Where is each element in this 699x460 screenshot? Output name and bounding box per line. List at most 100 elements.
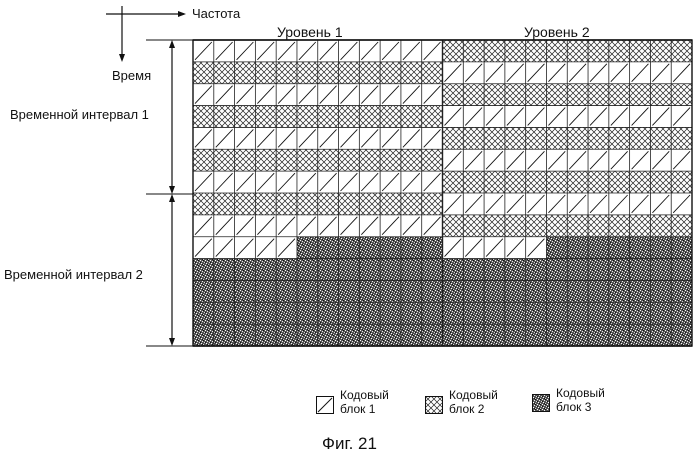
grid-cell-l1-r1-c5 xyxy=(297,62,318,84)
grid-cell-l1-r5-c2 xyxy=(235,149,256,171)
grid-cell-l1-r10-c7 xyxy=(339,259,360,281)
grid-cell-l2-r7-c8 xyxy=(609,193,630,215)
grid-cell-l1-r0-c7 xyxy=(339,40,360,62)
grid-cell-l1-r5-c6 xyxy=(318,149,339,171)
grid-cell-l1-r4-c5 xyxy=(297,127,318,149)
grid-cell-l1-r0-c2 xyxy=(235,40,256,62)
grid-cell-l1-r0-c6 xyxy=(318,40,339,62)
grid-cell-l1-r12-c1 xyxy=(214,302,235,324)
grid-cell-l1-r7-c7 xyxy=(339,193,360,215)
grid-cell-l2-r2-c4 xyxy=(526,84,547,106)
grid-cell-l1-r5-c1 xyxy=(214,149,235,171)
grid-cell-l1-r4-c0 xyxy=(193,127,214,149)
grid-cell-l1-r8-c9 xyxy=(380,215,401,237)
grid-cell-l1-r9-c2 xyxy=(235,237,256,259)
grid-cell-l2-r11-c11 xyxy=(671,280,692,302)
grid-cell-l2-r8-c11 xyxy=(671,215,692,237)
grid-cell-l1-r10-c2 xyxy=(235,259,256,281)
grid-cell-l2-r2-c2 xyxy=(484,84,505,106)
grid-cell-l2-r7-c1 xyxy=(463,193,484,215)
grid-cell-l2-r8-c8 xyxy=(609,215,630,237)
legend-swatch-1 xyxy=(316,396,334,414)
grid-cell-l2-r6-c5 xyxy=(546,171,567,193)
grid-cell-l1-r9-c1 xyxy=(214,237,235,259)
grid-cell-l2-r12-c2 xyxy=(484,302,505,324)
grid-cell-l1-r7-c3 xyxy=(255,193,276,215)
grid-cell-l2-r3-c4 xyxy=(526,106,547,128)
grid-cell-l1-r13-c5 xyxy=(297,324,318,346)
grid-cell-l1-r3-c1 xyxy=(214,106,235,128)
grid-cell-l2-r12-c8 xyxy=(609,302,630,324)
grid-cell-l2-r5-c10 xyxy=(650,149,671,171)
grid-cell-l1-r8-c6 xyxy=(318,215,339,237)
grid-cell-l1-r6-c2 xyxy=(235,171,256,193)
grid-cell-l2-r7-c5 xyxy=(546,193,567,215)
grid-cell-l1-r10-c0 xyxy=(193,259,214,281)
grid-cell-l2-r6-c6 xyxy=(567,171,588,193)
grid-cell-l2-r9-c2 xyxy=(484,237,505,259)
grid-cell-l2-r3-c9 xyxy=(630,106,651,128)
grid-cell-l2-r1-c0 xyxy=(443,62,464,84)
grid-cell-l2-r4-c7 xyxy=(588,127,609,149)
grid-cell-l1-r9-c0 xyxy=(193,237,214,259)
grid-cell-l2-r8-c2 xyxy=(484,215,505,237)
grid-cell-l1-r5-c5 xyxy=(297,149,318,171)
grid-cell-l1-r13-c3 xyxy=(255,324,276,346)
grid-cell-l1-r12-c8 xyxy=(359,302,380,324)
grid-cell-l1-r10-c8 xyxy=(359,259,380,281)
grid-cell-l2-r7-c7 xyxy=(588,193,609,215)
grid-cell-l2-r12-c6 xyxy=(567,302,588,324)
legend-1-line2: блок 1 xyxy=(340,402,389,416)
grid-cell-l1-r11-c0 xyxy=(193,280,214,302)
grid-cell-l2-r12-c7 xyxy=(588,302,609,324)
grid-cell-l1-r7-c1 xyxy=(214,193,235,215)
grid-cell-l2-r11-c9 xyxy=(630,280,651,302)
legend-3-line1: Кодовый xyxy=(556,386,605,400)
grid-cell-l1-r10-c9 xyxy=(380,259,401,281)
grid-cell-l1-r11-c6 xyxy=(318,280,339,302)
grid-cell-l2-r1-c7 xyxy=(588,62,609,84)
grid-cell-l1-r1-c0 xyxy=(193,62,214,84)
grid-cell-l1-r5-c9 xyxy=(380,149,401,171)
grid-cell-l2-r3-c5 xyxy=(546,106,567,128)
grid-cell-l1-r9-c6 xyxy=(318,237,339,259)
grid-cell-l2-r9-c3 xyxy=(505,237,526,259)
grid-cell-l1-r0-c10 xyxy=(401,40,422,62)
grid-cell-l1-r8-c0 xyxy=(193,215,214,237)
grid-cell-l1-r4-c6 xyxy=(318,127,339,149)
grid-cell-l1-r8-c7 xyxy=(339,215,360,237)
grid-cell-l1-r1-c1 xyxy=(214,62,235,84)
grid-cell-l1-r3-c11 xyxy=(422,106,443,128)
grid-cell-l1-r5-c11 xyxy=(422,149,443,171)
grid-cell-l1-r9-c9 xyxy=(380,237,401,259)
figure-caption: Фиг. 21 xyxy=(0,434,699,454)
grid-cell-l2-r4-c10 xyxy=(650,127,671,149)
interval-2-arrow-top xyxy=(169,194,175,202)
grid-cell-l1-r2-c5 xyxy=(297,84,318,106)
grid-cell-l1-r11-c9 xyxy=(380,280,401,302)
grid-cell-l1-r12-c9 xyxy=(380,302,401,324)
grid-cell-l2-r10-c5 xyxy=(546,259,567,281)
grid-cell-l2-r10-c6 xyxy=(567,259,588,281)
grid-cell-l1-r7-c4 xyxy=(276,193,297,215)
grid-cell-l1-r10-c4 xyxy=(276,259,297,281)
grid-cell-l2-r7-c11 xyxy=(671,193,692,215)
grid-cell-l2-r10-c11 xyxy=(671,259,692,281)
grid-cell-l2-r3-c10 xyxy=(650,106,671,128)
grid-cell-l1-r13-c11 xyxy=(422,324,443,346)
grid-cell-l2-r11-c0 xyxy=(443,280,464,302)
grid-cell-l1-r12-c4 xyxy=(276,302,297,324)
grid-cell-l2-r5-c0 xyxy=(443,149,464,171)
grid-cell-l2-r7-c3 xyxy=(505,193,526,215)
legend-2-line2: блок 2 xyxy=(449,402,498,416)
grid-cell-l2-r4-c1 xyxy=(463,127,484,149)
grid-cell-l1-r12-c11 xyxy=(422,302,443,324)
grid-cell-l2-r9-c5 xyxy=(546,237,567,259)
grid-cell-l1-r3-c9 xyxy=(380,106,401,128)
grid-cell-l1-r8-c3 xyxy=(255,215,276,237)
grid-cell-l1-r7-c9 xyxy=(380,193,401,215)
grid-cell-l2-r9-c0 xyxy=(443,237,464,259)
grid-cell-l1-r1-c4 xyxy=(276,62,297,84)
grid-cell-l1-r0-c4 xyxy=(276,40,297,62)
grid-cell-l2-r12-c4 xyxy=(526,302,547,324)
